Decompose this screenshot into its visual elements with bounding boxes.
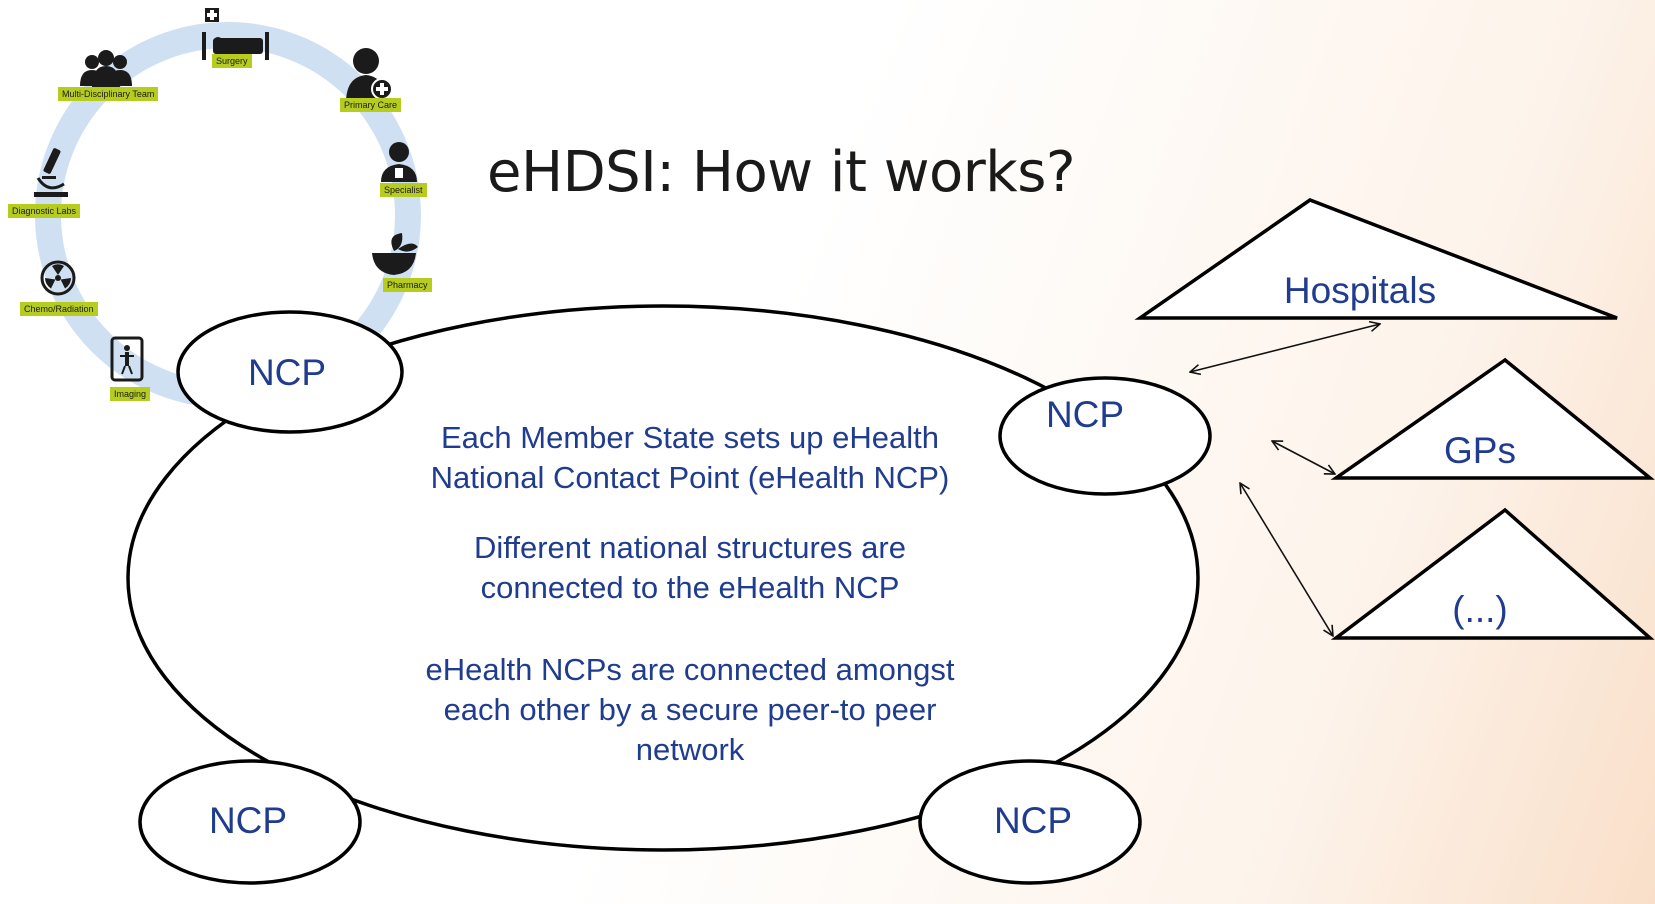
hospitals-triangle: [1134, 198, 1618, 320]
ncp-label-bottom-left: NCP: [208, 800, 288, 841]
paragraph-peer-network: eHealth NCPs are connected amongst each …: [360, 650, 1020, 770]
cycle-label-surgery: Surgery: [212, 54, 252, 68]
radiation-icon: [40, 260, 76, 296]
cycle-label-pharmacy: Pharmacy: [383, 278, 432, 292]
cycle-label-specialist: Specialist: [380, 183, 427, 197]
cycle-label-diagnostic-labs: Diagnostic Labs: [8, 204, 81, 218]
paragraph-3-line-1: eHealth NCPs are connected amongst: [425, 652, 955, 687]
ncp-ellipse-top-left: [176, 310, 404, 434]
paragraph-3-line-3: network: [635, 732, 745, 767]
ncp-ellipse-right: [998, 376, 1212, 496]
ncp-ellipse-bottom-right: [918, 759, 1142, 885]
paragraph-1-line-1: Each Member State sets up eHealth: [441, 420, 939, 455]
slide-title: eHDSI: How it works?: [487, 140, 1076, 205]
ncp-label-right: NCP: [1045, 394, 1125, 435]
surgery-icon: [202, 8, 269, 60]
arrow-ncp-gps: [1272, 441, 1335, 474]
ncp-label-bottom-right: NCP: [993, 800, 1073, 841]
other-label: (...): [1452, 589, 1508, 630]
other-triangle: [1330, 507, 1655, 640]
paragraph-1-line-2: National Contact Point (eHealth NCP): [430, 460, 950, 495]
paragraph-2-line-1: Different national structures are: [474, 530, 906, 565]
cycle-label-primary-care: Primary Care: [340, 98, 402, 112]
arrow-ncp-hospitals: [1190, 324, 1380, 372]
cycle-label-chemo-radiation: Chemo/Radiation: [20, 302, 98, 316]
network-ellipse: [126, 304, 1200, 852]
hospitals-label: Hospitals: [1283, 270, 1437, 311]
paragraph-3-line-2: each other by a secure peer-to peer: [443, 692, 937, 727]
paragraph-ncp-setup: Each Member State sets up eHealth Nation…: [360, 418, 1020, 498]
paragraph-2-line-2: connected to the eHealth NCP: [480, 570, 900, 605]
microscope-icon: [34, 148, 68, 197]
gps-triangle: [1330, 357, 1655, 480]
gps-label: GPs: [1444, 430, 1516, 471]
team-icon: [80, 50, 132, 88]
imaging-icon: [110, 336, 144, 382]
paragraph-structures: Different national structures are connec…: [360, 528, 1020, 608]
arrow-ncp-other: [1240, 483, 1333, 636]
cycle-label-multidisciplinary-team: Multi-Disciplinary Team: [58, 87, 159, 101]
pharmacy-icon: [372, 233, 418, 275]
cycle-label-imaging: Imaging: [110, 387, 151, 401]
ncp-ellipse-bottom-left: [138, 759, 362, 885]
ncp-label-top-left: NCP: [247, 352, 327, 393]
specialist-icon: [381, 142, 417, 182]
